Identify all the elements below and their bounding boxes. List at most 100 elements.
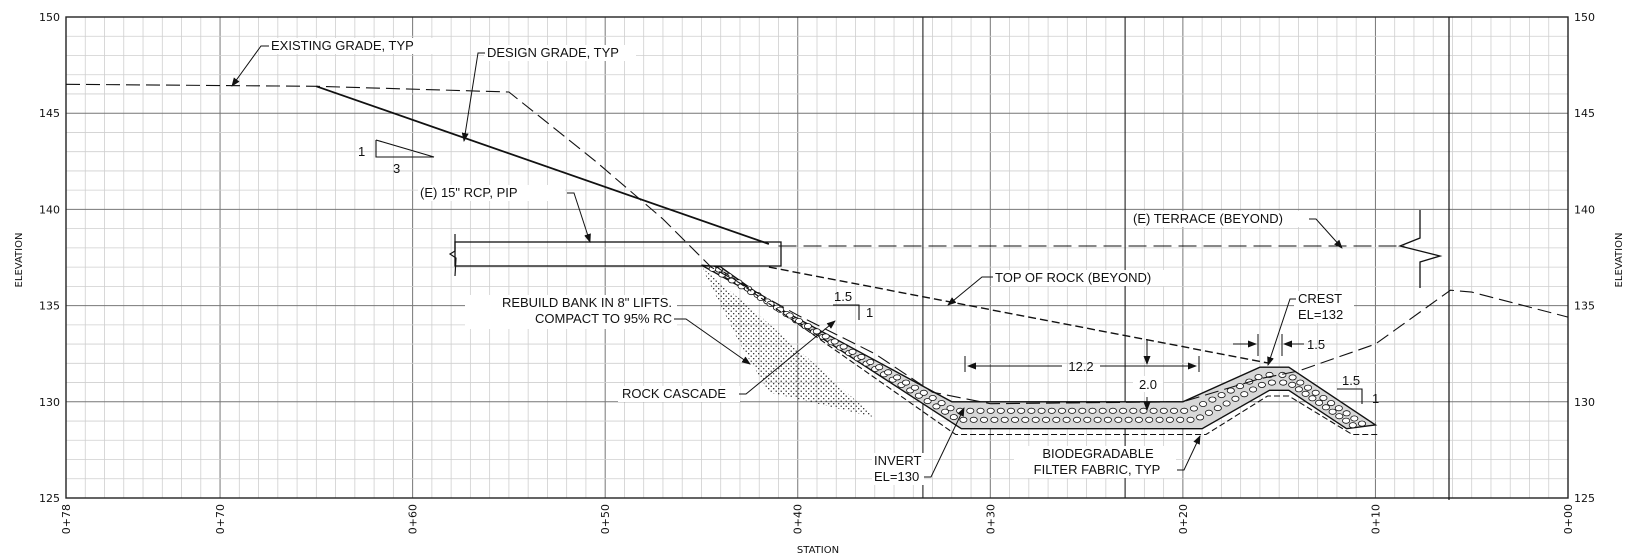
x-tick-label: 0+00 <box>1562 504 1575 534</box>
x-tick-label: 0+50 <box>599 504 612 534</box>
rock-pebble <box>1052 416 1061 423</box>
slope-indicator-1-3: 1 3 <box>358 139 435 176</box>
y-tick-label-left: 130 <box>39 396 60 409</box>
rock-pebble <box>1189 405 1198 412</box>
rock-pebble <box>1047 407 1056 414</box>
callout-text-line-2: COMPACT TO 95% RC <box>535 311 672 326</box>
rock-pebble <box>1114 416 1123 423</box>
rock-pebble <box>893 374 902 381</box>
x-axis-title: STATION <box>797 545 839 556</box>
dimension-label-bg <box>1133 376 1163 392</box>
y-tick-label-left: 135 <box>39 300 60 313</box>
callout-rock-cascade: ROCK CASCADE <box>618 320 836 402</box>
rock-pebble <box>1139 407 1148 414</box>
slope-vertical-label: 1 <box>866 305 873 320</box>
rock-pebble <box>1288 381 1297 388</box>
rock-pebble <box>910 384 919 391</box>
slope-vertical-label: 1 <box>1372 391 1379 406</box>
callout-existing-grade: EXISTING GRADE, TYP <box>231 38 433 87</box>
rock-pebble <box>1296 379 1305 386</box>
callout-bg <box>1014 446 1176 478</box>
rock-pebble <box>1254 374 1263 381</box>
x-tick-label: 0+60 <box>407 504 420 534</box>
rock-pebble <box>1321 404 1330 411</box>
rock-pebble <box>937 400 946 407</box>
x-tick-label: 0+40 <box>792 504 805 534</box>
rock-pebble <box>1186 416 1195 423</box>
rock-pebble <box>1315 399 1324 406</box>
rock-pebble <box>1149 407 1158 414</box>
filter-fabric-line <box>716 266 1380 436</box>
rock-pebble <box>1335 413 1344 420</box>
y-tick-label-right: 130 <box>1574 396 1595 409</box>
pipe-body <box>454 241 782 267</box>
rock-pebble <box>1078 407 1087 414</box>
existing-grade-line <box>65 83 1569 405</box>
rock-pebble <box>803 323 812 330</box>
rock-pebble <box>1031 416 1040 423</box>
rock-pebble <box>976 407 985 414</box>
callout-text-line-2: FILTER FABRIC, TYP <box>1034 462 1161 477</box>
rock-pebble <box>1328 408 1337 415</box>
profile-lines <box>65 83 1569 405</box>
leader-line <box>947 276 993 306</box>
slope-indicator-right: 1.5 1 <box>1337 373 1379 406</box>
rock-pebble <box>946 405 955 412</box>
rock-pebble <box>1231 395 1240 402</box>
callout-top-of-rock: TOP OF ROCK (BEYOND) <box>947 270 1181 306</box>
rock-pebble <box>1319 394 1328 401</box>
rock-pebble <box>1236 383 1245 390</box>
compacted-fill-area <box>701 267 875 418</box>
rock-pebble <box>848 348 857 355</box>
rock-pebble <box>1213 405 1222 412</box>
plot-frame <box>65 16 1569 499</box>
rock-pebble <box>932 403 941 410</box>
rock-pebble <box>1021 416 1030 423</box>
y-tick-label-left: 125 <box>39 492 60 505</box>
y-tick-label-right: 125 <box>1574 492 1595 505</box>
rock-pebble <box>1129 407 1138 414</box>
rock-pebble <box>1257 381 1266 388</box>
rock-pebble <box>1304 384 1313 391</box>
callout-rcp: (E) 15" RCP, PIP <box>418 185 591 243</box>
callout-filter-fabric: BIODEGRADABLE FILTER FABRIC, TYP <box>1014 435 1201 478</box>
rock-pebble <box>966 407 975 414</box>
dimension-1-5-crest: 1.5 <box>1233 334 1325 356</box>
rock-pebble <box>1083 416 1092 423</box>
rock-pebble <box>857 353 866 360</box>
rock-pebble <box>919 389 928 396</box>
rock-pebble <box>1155 416 1164 423</box>
callout-invert: INVERT EL=130 <box>872 407 965 485</box>
callout-text-line-2: EL=130 <box>874 469 919 484</box>
callout-bg <box>992 270 1181 286</box>
rock-pebble <box>1279 379 1288 386</box>
rock-pebble <box>1308 395 1317 402</box>
rock-pebble <box>1342 410 1351 417</box>
slope-horizontal-label: 3 <box>393 161 400 176</box>
x-tick-label: 0+78 <box>60 504 73 534</box>
rock-pebble <box>1199 400 1208 407</box>
rock-pebble <box>1170 407 1179 414</box>
rock-pebble <box>1350 415 1359 422</box>
rock-pebble <box>1017 407 1026 414</box>
rock-pebble <box>1196 414 1205 421</box>
slope-indicator-left: 1.5 1 <box>833 289 873 320</box>
rock-pebble <box>1208 396 1217 403</box>
callout-bg <box>465 295 677 329</box>
slope-horizontal-label: 1.5 <box>1342 373 1360 388</box>
callout-bg <box>872 453 924 485</box>
slope-triangle <box>375 140 434 158</box>
rcp-pipe <box>448 234 782 277</box>
rock-pebble <box>1007 407 1016 414</box>
rock-cascade-body <box>701 264 1378 430</box>
rock-pebble <box>990 416 999 423</box>
rock-pebble <box>715 266 724 273</box>
dimension-value: 2.0 <box>1139 377 1157 392</box>
rock-pebble <box>875 364 884 371</box>
rock-pebble <box>1068 407 1077 414</box>
rock-pebble <box>1098 407 1107 414</box>
design-grade-line <box>316 85 770 245</box>
rock-pebble <box>1358 420 1367 427</box>
rock-pebble <box>795 317 804 324</box>
rock-pebble <box>839 343 848 350</box>
